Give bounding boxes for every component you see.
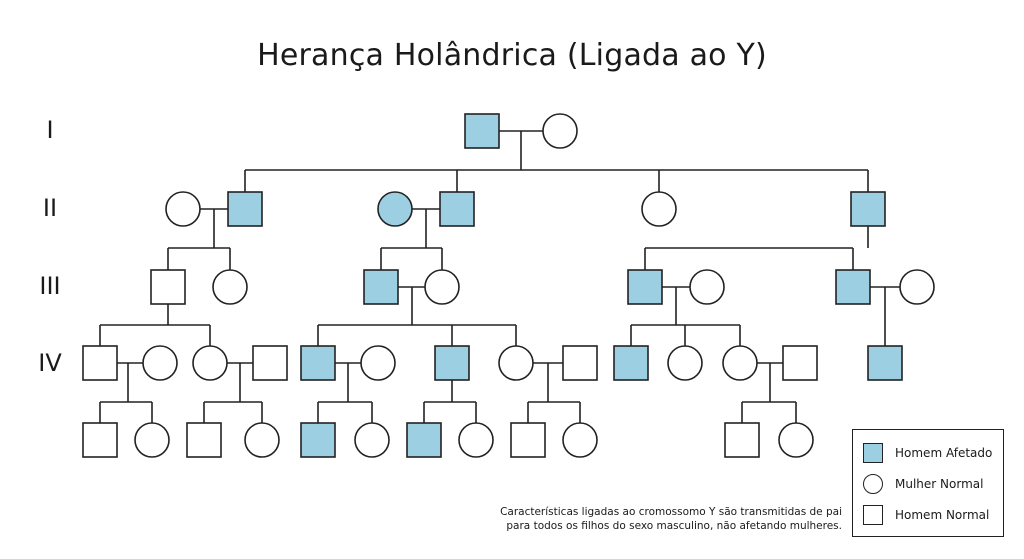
normal-male-square	[510, 422, 546, 458]
normal-female-circle	[458, 422, 494, 458]
normal-female-circle	[498, 345, 534, 381]
affected-male-square	[300, 422, 336, 458]
normal-female-circle	[142, 345, 178, 381]
affected-male-square	[464, 113, 500, 149]
legend-item-affected-male: Homem Afetado	[863, 442, 992, 464]
generation-label-1: I	[46, 116, 54, 144]
page-title: Herança Holândrica (Ligada ao Y)	[257, 38, 767, 73]
footnote-line-2: para todos os filhos do sexo masculino, …	[506, 520, 842, 532]
normal-female-circle	[244, 422, 280, 458]
normal-female-circle	[354, 422, 390, 458]
normal-male-square	[82, 422, 118, 458]
affected-female-circle	[377, 191, 413, 227]
normal-female-circle	[542, 113, 578, 149]
legend-label: Homem Afetado	[895, 446, 993, 460]
affected-male-square	[300, 345, 336, 381]
affected-male-square	[867, 345, 903, 381]
affected-male-square	[850, 191, 886, 227]
pedigree-individuals	[82, 113, 935, 458]
normal-female-circle	[722, 345, 758, 381]
footnote-line-1: Características ligadas ao cromossomo Y …	[500, 506, 842, 518]
normal-female-symbol-icon	[863, 474, 883, 494]
affected-male-square	[434, 345, 470, 381]
affected-male-square	[363, 269, 399, 305]
normal-male-square	[782, 345, 818, 381]
normal-female-circle	[424, 269, 460, 305]
normal-male-square	[562, 345, 598, 381]
generation-label-2: II	[42, 194, 58, 222]
normal-female-circle	[641, 191, 677, 227]
legend-label: Mulher Normal	[895, 477, 984, 491]
normal-female-circle	[192, 345, 228, 381]
affected-male-square	[227, 191, 263, 227]
legend: Homem Afetado Mulher Normal Homem Normal	[852, 429, 1004, 537]
normal-male-symbol-icon	[863, 505, 883, 525]
normal-male-square	[186, 422, 222, 458]
legend-label: Homem Normal	[895, 508, 990, 522]
normal-female-circle	[562, 422, 598, 458]
normal-female-circle	[212, 269, 248, 305]
generation-label-3: III	[39, 272, 61, 300]
legend-item-normal-female: Mulher Normal	[863, 473, 983, 495]
affected-male-square	[406, 422, 442, 458]
normal-male-square	[82, 345, 118, 381]
normal-female-circle	[134, 422, 170, 458]
normal-female-circle	[360, 345, 396, 381]
normal-female-circle	[689, 269, 725, 305]
generation-label-4: IV	[38, 349, 62, 377]
affected-male-square	[627, 269, 663, 305]
normal-female-circle	[165, 191, 201, 227]
normal-male-square	[150, 269, 186, 305]
normal-female-circle	[778, 422, 814, 458]
affected-male-square	[439, 191, 475, 227]
normal-female-circle	[899, 269, 935, 305]
normal-male-square	[252, 345, 288, 381]
footnote: Características ligadas ao cromossomo Y …	[470, 505, 842, 533]
legend-item-normal-male: Homem Normal	[863, 504, 989, 526]
normal-male-square	[724, 422, 760, 458]
affected-male-square	[835, 269, 871, 305]
pedigree-lines	[99, 130, 900, 423]
normal-female-circle	[667, 345, 703, 381]
affected-male-symbol-icon	[863, 443, 883, 463]
affected-male-square	[613, 345, 649, 381]
